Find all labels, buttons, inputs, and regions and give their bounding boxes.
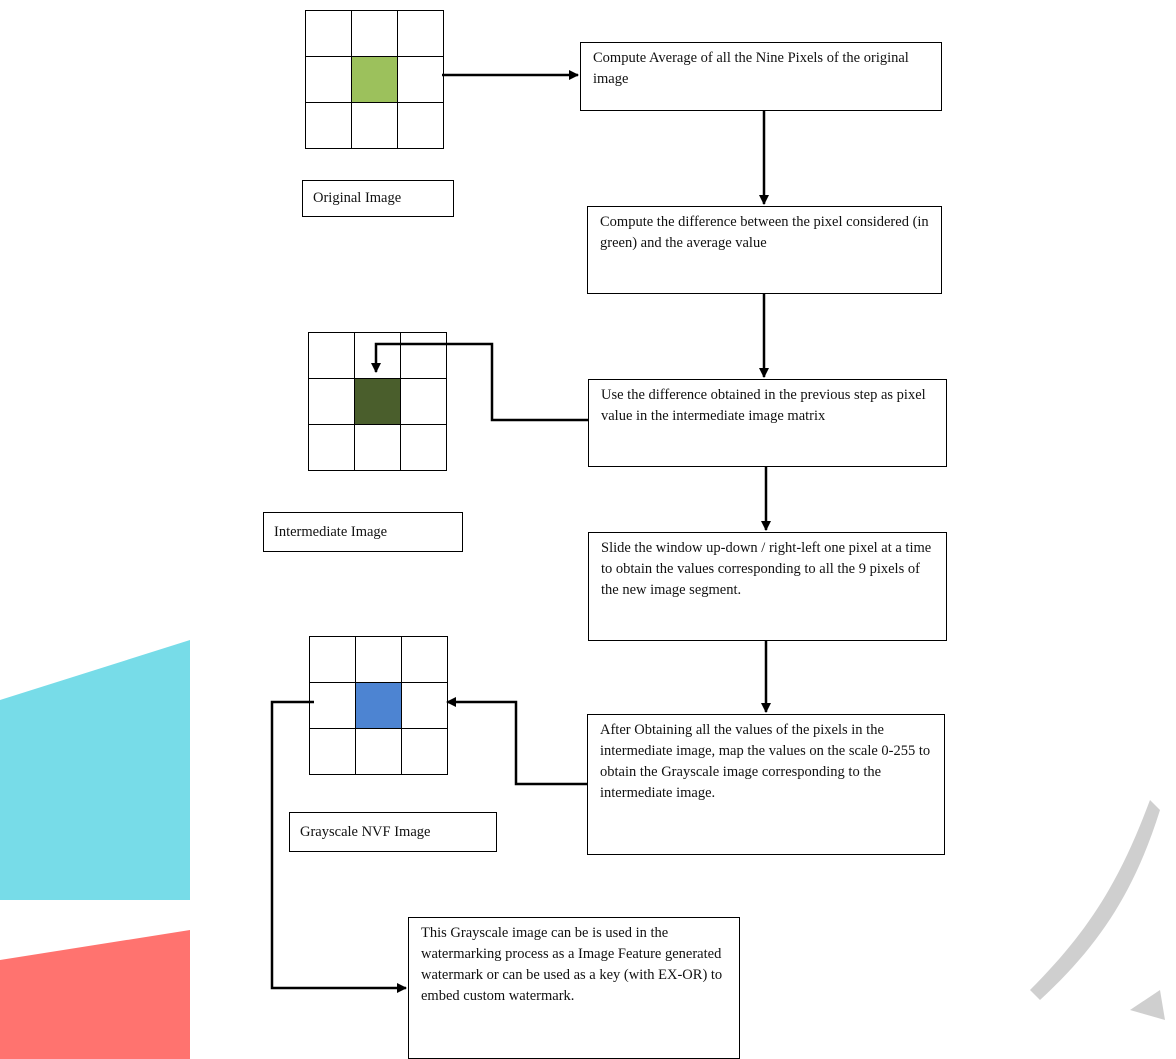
grid-cell (306, 57, 352, 103)
grid-cell (398, 57, 444, 103)
grid-cell (309, 425, 355, 471)
grid-cell (352, 11, 398, 57)
step-box-compute-difference: Compute the difference between the pixel… (587, 206, 942, 294)
grid-cell (401, 333, 447, 379)
grayscale-image-label: Grayscale NVF Image (289, 812, 497, 852)
step-box-watermark-use: This Grayscale image can be is used in t… (408, 917, 740, 1059)
step-box-use-difference: Use the difference obtained in the previ… (588, 379, 947, 467)
grid-cell (306, 11, 352, 57)
grid-cell (352, 103, 398, 149)
grid-cell (310, 637, 356, 683)
grid-cell (309, 379, 355, 425)
grid-cell (356, 729, 402, 775)
grid-cell (356, 637, 402, 683)
grid-cell (402, 729, 448, 775)
grayscale-center-pixel (356, 683, 402, 729)
grid-cell (355, 425, 401, 471)
arrow-map-to-grayscale (446, 697, 587, 786)
step-box-slide-window: Slide the window up-down / right-left on… (588, 532, 947, 641)
grid-cell (355, 333, 401, 379)
grid-cell (401, 425, 447, 471)
original-center-pixel (352, 57, 398, 103)
grid-cell (398, 11, 444, 57)
step-box-map-grayscale: After Obtaining all the values of the pi… (587, 714, 945, 855)
watermark-cyan-shape (0, 640, 190, 900)
grid-cell (309, 333, 355, 379)
arrow-grayscale-to-watermark (270, 700, 407, 993)
arrow-use-to-intermediate (371, 342, 588, 422)
step-box-compute-average: Compute Average of all the Nine Pixels o… (580, 42, 942, 111)
grid-cell (306, 103, 352, 149)
original-image-grid (305, 10, 444, 149)
grid-cell (401, 379, 447, 425)
original-image-label: Original Image (302, 180, 454, 217)
grid-cell (398, 103, 444, 149)
grayscale-image-grid (309, 636, 448, 775)
intermediate-image-label: Intermediate Image (263, 512, 463, 552)
watermark-grey-swoosh (1030, 800, 1165, 1020)
intermediate-image-grid (308, 332, 447, 471)
grid-cell (402, 637, 448, 683)
watermark-red-shape (0, 930, 190, 1059)
grid-cell (310, 683, 356, 729)
intermediate-center-pixel (355, 379, 401, 425)
grid-cell (310, 729, 356, 775)
